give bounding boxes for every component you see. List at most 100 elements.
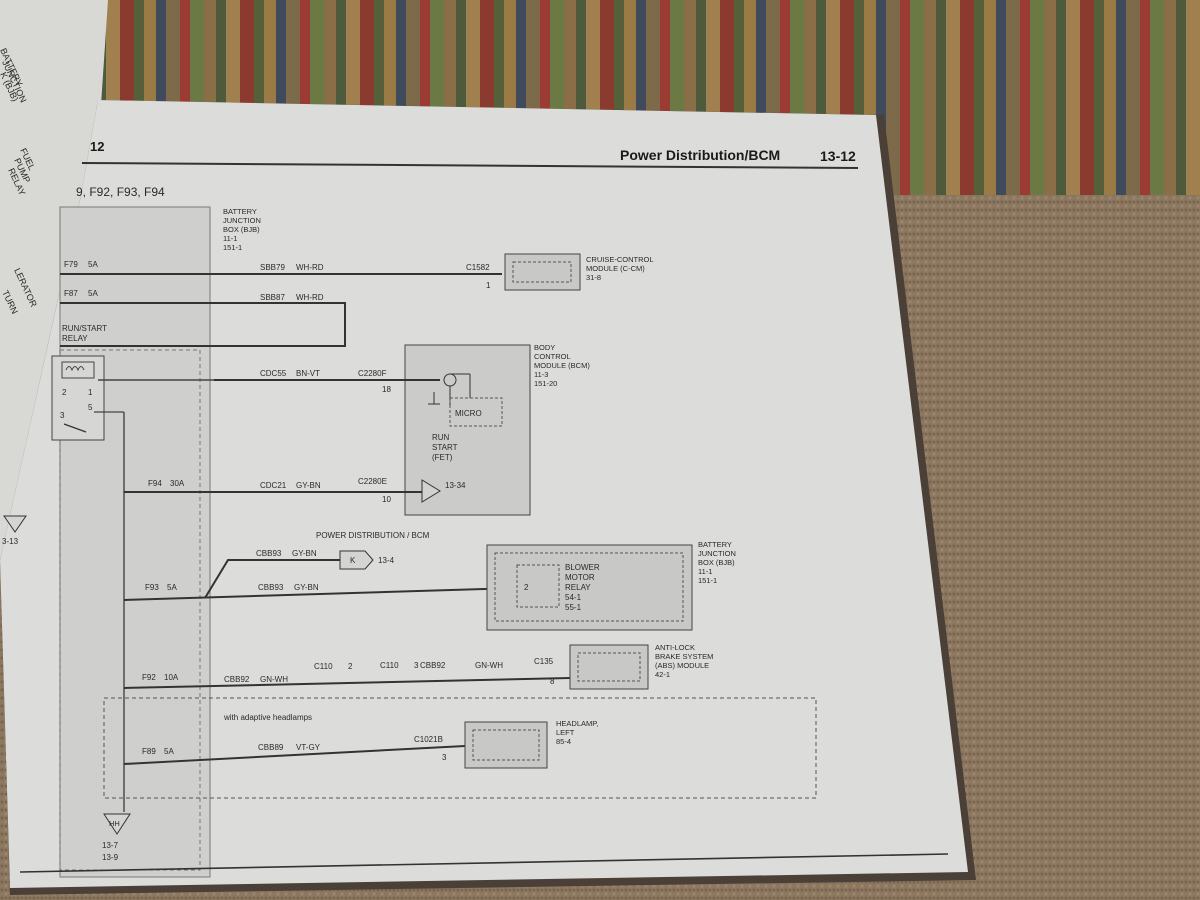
circuit-color: GY-BN (296, 481, 321, 490)
page-number-right: 13-12 (820, 148, 856, 164)
micro-block (449, 397, 503, 427)
left-ref: 3-13 (2, 537, 19, 546)
connector-label: C2280E (358, 477, 387, 486)
circuit-color: BN-VT (296, 369, 320, 378)
bcm-label: BODY CONTROL MODULE (BCM) 11-3 151-20 (534, 343, 590, 388)
relay-pin: 3 (60, 411, 65, 420)
page-title: Power Distribution/BCM (620, 147, 780, 163)
connector-pin: 18 (382, 385, 391, 394)
circuit-color: GY-BN (294, 583, 319, 592)
blower-label-line: 55-1 (565, 603, 582, 612)
fuse-name: F94 (148, 479, 162, 488)
hh-tag-label: HH (109, 819, 120, 828)
headlamp-left (464, 721, 548, 769)
fuse-name: F87 (64, 289, 78, 298)
fuse-rating: 5A (88, 289, 98, 298)
circuit-code: CDC21 (260, 481, 287, 490)
bjb-title-line: JUNCTION (223, 216, 261, 225)
fet-label: START (432, 443, 458, 452)
blower-relay-block (516, 564, 560, 608)
connector-label: C2280F (358, 369, 387, 378)
k-tag-ref: 13-4 (378, 556, 395, 565)
abs-label-line: BRAKE SYSTEM (655, 652, 713, 661)
bcm-label-line: 151-20 (534, 379, 557, 388)
connector-label: C110 (380, 661, 399, 670)
ccm-label: MODULE (C-CM) (586, 264, 645, 273)
blower-label-line: BLOWER (565, 563, 600, 572)
hh-connector-tag (103, 813, 131, 835)
blower-label-line: 54-1 (565, 593, 582, 602)
relay-pin: 1 (88, 388, 93, 397)
wire-cbb93 (123, 587, 519, 601)
blower-label-line: MOTOR (565, 573, 595, 582)
circuit-code: CDC55 (260, 369, 287, 378)
circuit-code: CBB93 (258, 583, 284, 592)
bjb-enclosure (59, 206, 211, 878)
abs-module-inner (577, 652, 641, 682)
k-tag-label: K (350, 556, 356, 565)
fuse-rating: 5A (88, 260, 98, 269)
circuit-code: SBB79 (260, 263, 285, 272)
bjb-2-label-line: 151-1 (698, 576, 717, 585)
blower-label-line: RELAY (565, 583, 591, 592)
connector-pin: 2 (348, 662, 353, 671)
fuse-rating: 5A (167, 583, 177, 592)
wire-cbb92 (123, 677, 571, 689)
page-number-left: 12 (90, 139, 104, 154)
bjb-title-line: BATTERY (223, 207, 257, 216)
circuit-color: VT-GY (296, 743, 321, 752)
fuse-rating: 10A (164, 673, 179, 682)
relay-pin: 2 (62, 388, 67, 397)
bcm-label-line: MODULE (BCM) (534, 361, 590, 370)
left-page (0, 0, 108, 560)
circuit-code: CBB89 (258, 743, 284, 752)
headlamp-left-inner (472, 729, 540, 761)
hh-ref: 13-7 (102, 841, 119, 850)
connector-pin: 10 (382, 495, 391, 504)
fuse-name: F89 (142, 747, 156, 756)
left-ground-tag (3, 515, 27, 533)
connector-label: C110 (314, 662, 333, 671)
cruise-control-module (504, 253, 581, 291)
bjb-title-line: 11-1 (223, 234, 237, 243)
fuse-rating: 5A (164, 747, 174, 756)
section-title: 9, F92, F93, F94 (76, 185, 165, 199)
relay-coil-winding (65, 366, 85, 372)
fet-ref: 13-34 (445, 481, 466, 490)
abs-module (569, 644, 649, 690)
k-connector-tag (339, 550, 374, 570)
wire-sbb87 (60, 302, 346, 347)
relay-coil (61, 361, 95, 379)
connector-label: C1021B (414, 735, 443, 744)
circuit-code: CBB93 (256, 549, 282, 558)
headlamp-label: HEADLAMP, LEFT 85-4 (556, 719, 598, 746)
circuit-color: GY-BN (292, 549, 317, 558)
circuit-code: CBB92 (224, 675, 250, 684)
bcm-label-line: BODY (534, 343, 555, 352)
fet-triangle (421, 479, 441, 503)
relay-switch (63, 423, 87, 433)
fet-label: (FET) (432, 453, 453, 462)
bjb-title-line: BOX (BJB) (223, 225, 260, 234)
abs-label-line: (ABS) MODULE (655, 661, 709, 670)
abs-label: ANTI-LOCK BRAKE SYSTEM (ABS) MODULE 42-1 (655, 643, 713, 679)
cruise-control-module-inner (512, 261, 572, 283)
bjb-title-line: 151-1 (223, 243, 242, 252)
circuit-code: SBB87 (260, 293, 285, 302)
header-rule (81, 162, 859, 169)
bjb-2-label-line: BOX (BJB) (698, 558, 735, 567)
relay-label: RELAY (62, 334, 88, 343)
headlamp-label-line: 85-4 (556, 737, 571, 746)
bjb-2-inner (494, 552, 684, 622)
micro-label: MICRO (455, 409, 482, 418)
wire-cbb89 (123, 745, 466, 765)
run-start-relay (51, 355, 105, 441)
bjb-2-enclosure (486, 544, 693, 631)
hh-ref: 13-9 (102, 853, 119, 862)
fuse-name: F93 (145, 583, 159, 592)
connector-pin: 3 (414, 661, 419, 670)
circuit-color: GN-WH (475, 661, 503, 670)
connector-label: C135 (534, 657, 554, 666)
blower-pin: 2 (524, 583, 529, 592)
